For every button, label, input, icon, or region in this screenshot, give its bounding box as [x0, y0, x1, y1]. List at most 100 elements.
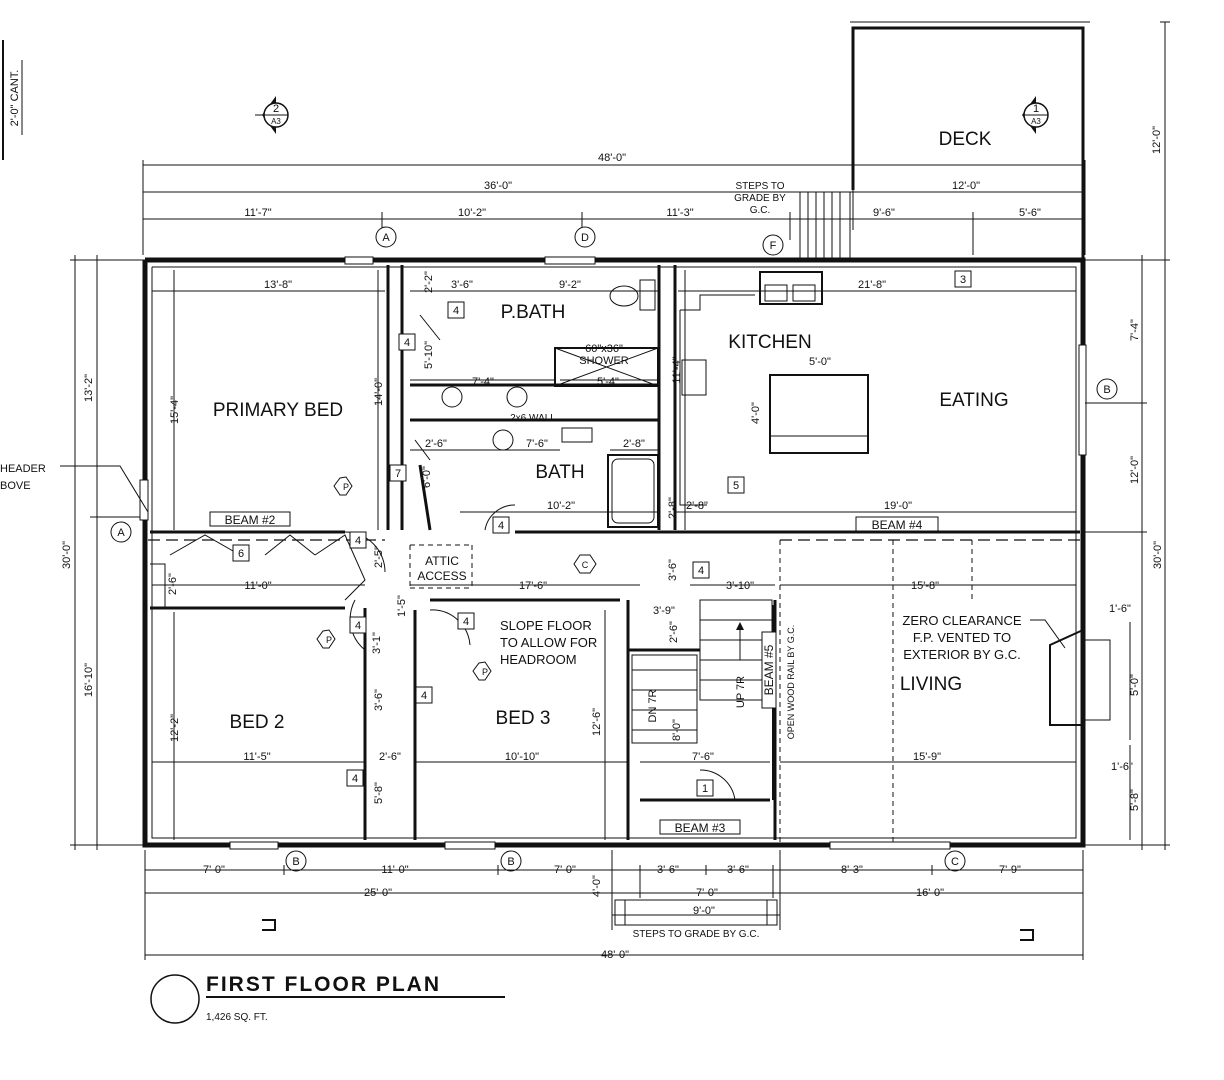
- dim-fp-1-6-a: 1'-6": [1109, 603, 1131, 615]
- room-label-kitchen: KITCHEN: [728, 332, 811, 353]
- dim-top-overall: 48'-0": [598, 152, 626, 164]
- dim-10-10: 10'-10": [505, 751, 539, 763]
- dim-bottom-8-3: 8'-3": [841, 864, 863, 876]
- deck-outline: [850, 21, 1170, 260]
- dim-right-5-8: 5'-8": [1129, 789, 1141, 811]
- dim-bottom-16-0: 16'-0": [916, 887, 944, 899]
- dim-2-6-d: 2'-6": [379, 751, 401, 763]
- beam-3-label: BEAM #3: [675, 821, 726, 835]
- dim-top-11-7: 11'-7": [244, 207, 271, 219]
- steps-top-note-1: STEPS TO: [735, 181, 784, 192]
- door-tag-4-f: 4: [463, 616, 469, 628]
- dim-3-1: 3'-1": [371, 632, 383, 654]
- slope-note-2: TO ALLOW FOR: [500, 635, 597, 650]
- fixtures: [150, 271, 1111, 801]
- dim-right-7-4: 7'-4": [1129, 319, 1141, 341]
- dim-15-9: 15'-9": [913, 751, 941, 763]
- title-circle: [150, 974, 200, 1024]
- dim-6-0: 6'-0": [421, 466, 433, 488]
- dim-top-12: 12'-0": [952, 180, 980, 192]
- attic-note-1: ATTIC: [425, 554, 459, 568]
- door-tag-4-b: 4: [404, 337, 410, 349]
- grid-tag-a-top: A: [382, 232, 390, 244]
- grid-tag-d-top: D: [581, 232, 589, 244]
- door-tag-4-h: 4: [352, 773, 358, 785]
- dim-12-2: 12'-2": [169, 714, 181, 742]
- dim-left-13-2: 13'-2": [83, 374, 95, 402]
- door-tag-6: 6: [238, 548, 244, 560]
- interior-walls: [150, 265, 1080, 840]
- beam-5-label: BEAM #5: [762, 644, 776, 695]
- plan-area: 1,426 SQ. FT.: [206, 1012, 268, 1023]
- door-tag-boxes: [232, 270, 972, 797]
- section-marker-1: [1022, 96, 1049, 134]
- section-marker-2-num: 2: [273, 103, 279, 115]
- dim-bottom-7-9: 7'-9": [999, 864, 1021, 876]
- room-label-living: LIVING: [900, 674, 962, 695]
- fireplace-leader: [1030, 619, 1066, 649]
- dim-top-36: 36'-0": [484, 180, 512, 192]
- section-marker-1-sheet: A3: [1031, 117, 1041, 126]
- grid-tag-b-bottom-2: B: [507, 856, 514, 868]
- stair-up: UP 7R: [735, 676, 747, 708]
- dim-9-2: 9'-2": [559, 279, 581, 291]
- door-tag-4-i: 4: [698, 565, 704, 577]
- room-label-bed3: BED 3: [496, 708, 551, 729]
- dim-2-6-b: 2'-6": [167, 573, 179, 595]
- attic-note-2: ACCESS: [417, 569, 466, 583]
- beam-2-label: BEAM #2: [225, 513, 276, 527]
- grid-tag-f-top: F: [770, 240, 777, 252]
- header-note-1: HEADER: [0, 463, 46, 475]
- plan-title: FIRST FLOOR PLAN: [206, 973, 441, 996]
- room-label-eating: EATING: [939, 390, 1008, 411]
- dim-right-12: 12'-0": [1129, 456, 1141, 484]
- bottom-dimension-lines: [144, 850, 1084, 960]
- side-dimension-lines: [70, 255, 1170, 850]
- dim-3-6-b: 3'-6": [667, 559, 679, 581]
- dim-11-0: 11'-0": [244, 580, 271, 592]
- beam-4-label: BEAM #4: [872, 518, 923, 532]
- dim-left-30: 30'-0": [61, 541, 73, 569]
- slope-note-3: HEADROOM: [500, 652, 577, 667]
- dim-2-8-a: 2'-8": [623, 438, 645, 450]
- dim-3-10: 3'-10": [726, 580, 754, 592]
- dim-3-9: 3'-9": [653, 605, 675, 617]
- interior-dimension-lines: [152, 270, 1131, 840]
- hex-tag-p-1: P: [343, 482, 349, 492]
- dim-15-8: 15'-8": [911, 580, 939, 592]
- shower-note-1: 60"x36": [585, 343, 623, 355]
- dim-2-6-a: 2'-6": [425, 438, 447, 450]
- dim-2-8-c: 2'-8": [686, 500, 708, 512]
- door-tag-4-g: 4: [421, 690, 427, 702]
- beam-lines: [148, 539, 1080, 845]
- dim-10-2: 10'-2": [547, 500, 575, 512]
- grid-tag-b-right: B: [1103, 384, 1110, 396]
- grid-tag-b-bottom-1: B: [292, 856, 299, 868]
- top-steps: [799, 191, 851, 261]
- room-label-primary-bed: PRIMARY BED: [213, 400, 343, 421]
- beam-tags: [209, 511, 939, 835]
- dim-3-6-a: 3'-6": [451, 279, 473, 291]
- dim-5-0: 5'-0": [809, 356, 831, 368]
- cant-bracket: [2, 40, 23, 160]
- dim-bottom-4-0: 4'-0": [591, 875, 603, 897]
- dim-5-8-inner: 5'-8": [373, 782, 385, 804]
- slope-note-1: SLOPE FLOOR: [500, 618, 592, 633]
- wall-note-2x6: 2x6 WALL: [510, 413, 556, 424]
- dim-bottom-7-0-a: 7'-0": [203, 864, 225, 876]
- dim-1-5: 1'-5": [396, 595, 408, 617]
- door-tag-1: 1: [702, 783, 708, 795]
- grid-bubbles: [90, 226, 1142, 872]
- dim-2-5: 2'-5": [373, 546, 385, 568]
- room-label-pbath: P.BATH: [501, 302, 566, 323]
- dim-14-0: 14'-0": [373, 378, 385, 406]
- grid-tag-c-bottom: C: [951, 856, 959, 868]
- dim-bottom-48-0: 48'-0": [601, 949, 629, 961]
- dim-19-0: 19'-0": [884, 500, 912, 512]
- dim-7-4: 7'-4": [472, 376, 494, 388]
- section-marker-2-sheet: A3: [271, 117, 281, 126]
- room-label-bed2: BED 2: [230, 712, 285, 733]
- section-marker-1-num: 1: [1033, 103, 1039, 115]
- steps-top-note-3: G.C.: [750, 205, 771, 216]
